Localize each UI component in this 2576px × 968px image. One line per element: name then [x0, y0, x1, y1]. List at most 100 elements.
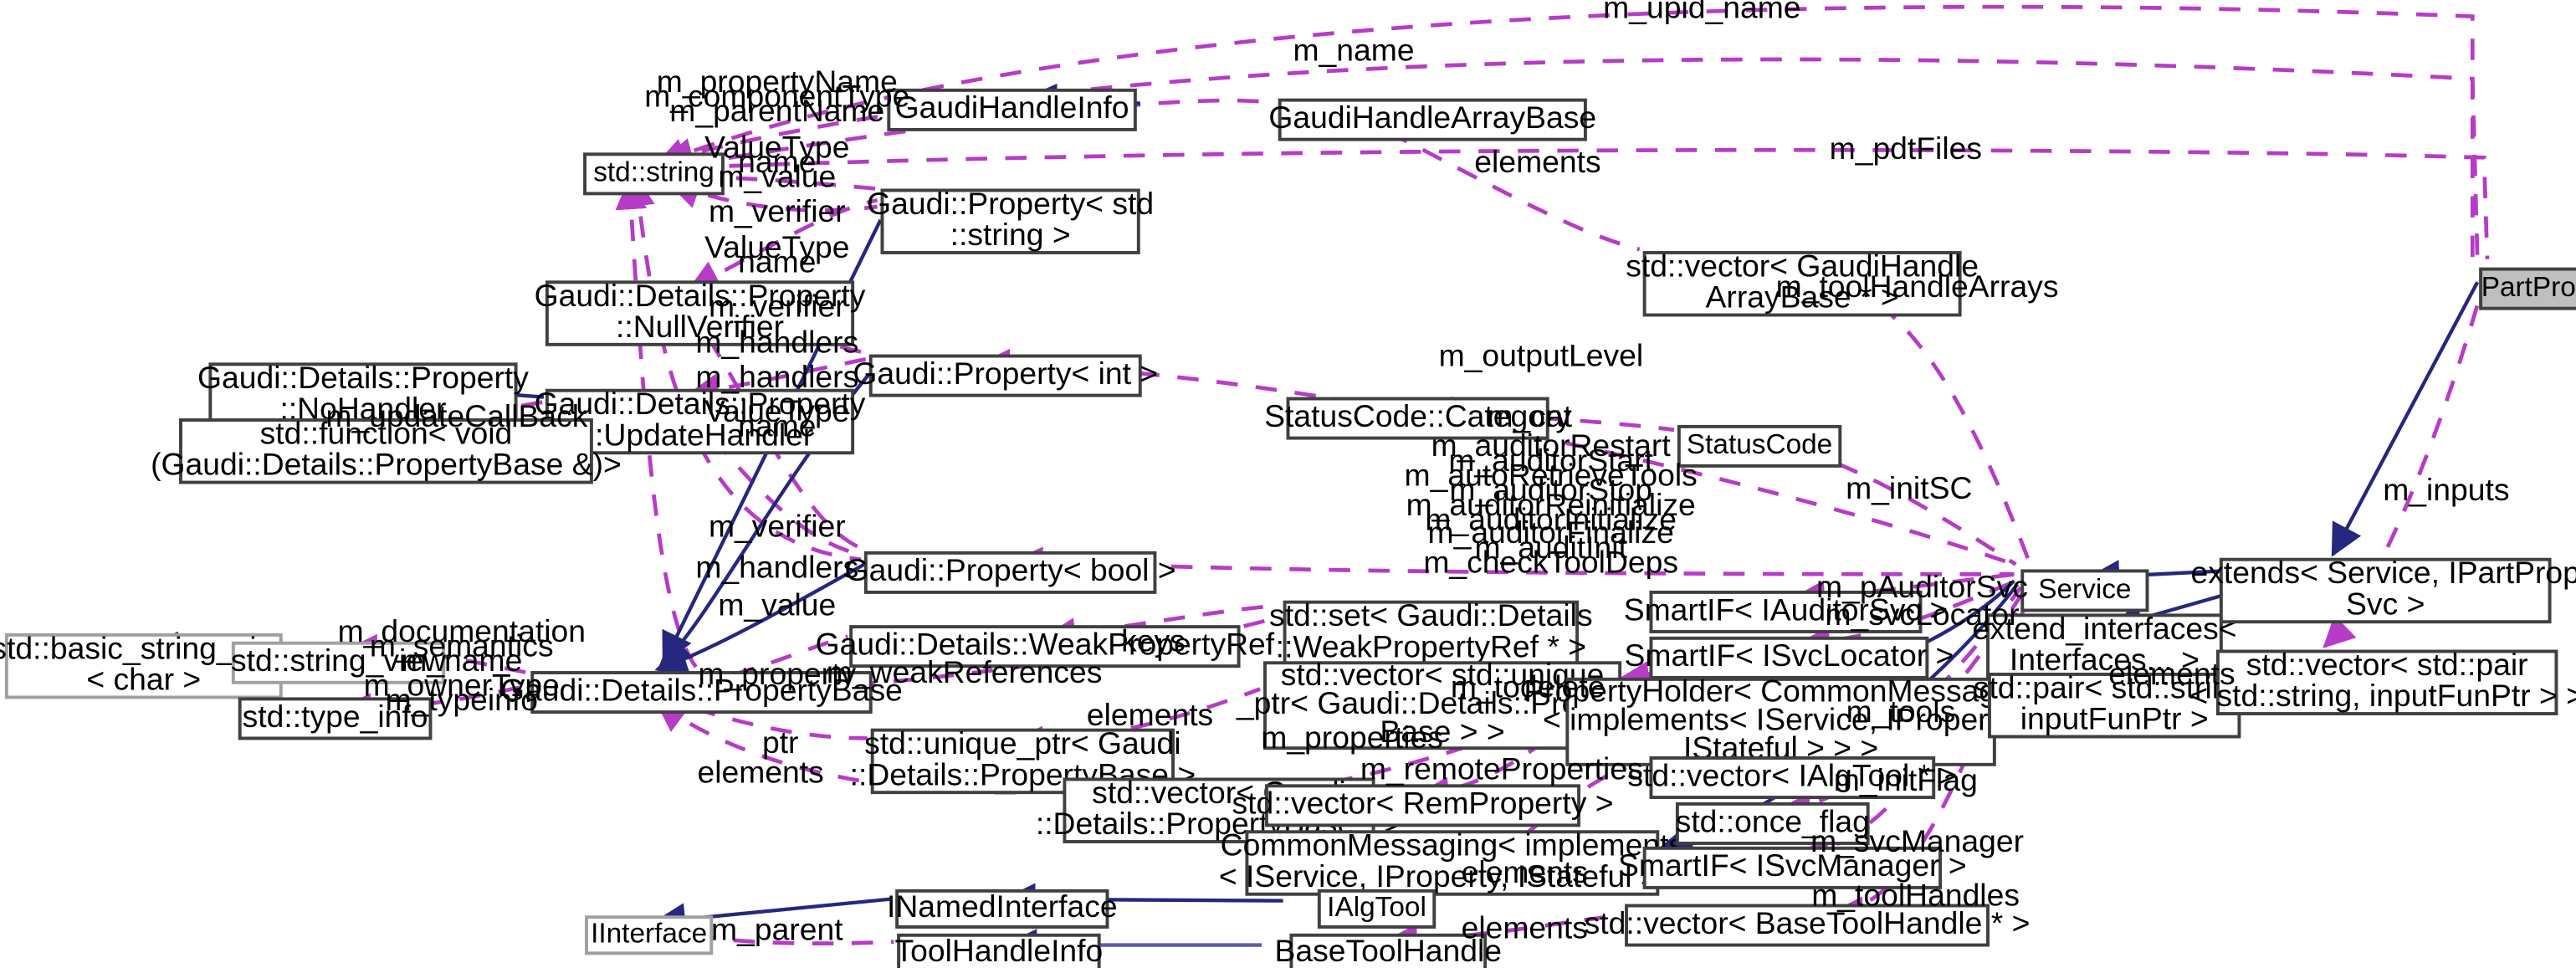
node-extend_interfaces[interactable]: extend_interfaces<Interfaces... >: [1972, 611, 2237, 679]
node-frame: [2479, 267, 2576, 310]
edge-label-mvalue2: m_value: [718, 586, 836, 622]
edge-label-verifier2: m_verifier: [709, 289, 846, 324]
node-inamedinterface[interactable]: INamedInterface: [887, 889, 1118, 929]
node-label-line: Gaudi::Property< bool >: [845, 552, 1176, 587]
node-label-line: IInterface: [591, 919, 707, 950]
node-label-line: IAlgTool: [1327, 892, 1426, 923]
node-commonmessaging[interactable]: CommonMessaging< implements< IService, I…: [1219, 827, 1686, 896]
edge-label-elements_r1: elements: [2108, 656, 2235, 691]
edge-label-pauditorsvc: m_pAuditorSvc: [1816, 569, 2028, 604]
node-boxes: std::string GaudiHandleInfo GaudiHandleArr…: [0, 88, 2576, 968]
node-string_view[interactable]: std::string_view: [231, 641, 446, 684]
node-frame: [887, 88, 1137, 131]
node-iinterface[interactable]: IInterface: [585, 915, 714, 955]
node-label-line: Gaudi::Property< std: [867, 186, 1154, 221]
edge-label-auditorfinalize: m_auditorFinalize: [1428, 515, 1674, 550]
edge-label-auditorinit: m_auditorInitialize: [1425, 501, 1677, 536]
edge-label-m_name_top: m_name: [1293, 33, 1414, 68]
edge-label-svcmanager: m_svcManager: [1810, 823, 2024, 858]
edge-label-auditorstop: m_auditorStop: [1449, 472, 1652, 507]
node-gaudihandleinfo[interactable]: GaudiHandleInfo: [887, 88, 1137, 131]
edge-label-ptr: ptr: [762, 725, 799, 760]
node-label-line: StatusCode::Category: [1264, 398, 1571, 433]
node-frame: [1677, 424, 1842, 468]
node-smartif_isvcmanager[interactable]: SmartIF< ISvcManager >: [1618, 846, 1967, 889]
edge-label-verifier3: m_verifier: [709, 508, 846, 543]
node-label-line: std::vector< BaseToolHandle * >: [1585, 905, 2031, 940]
node-frame: [1289, 933, 1488, 968]
node-ialgtool[interactable]: IAlgTool: [1317, 889, 1437, 929]
node-label-line: ::NullVerifier: [616, 309, 784, 344]
node-vec_pair[interactable]: std::vector< std::pair< std::string, inp…: [2189, 647, 2576, 716]
node-label-line: std::once_flag: [1676, 803, 1870, 838]
node-statuscode_category[interactable]: StatusCode::Category: [1264, 397, 1571, 440]
node-label-line: std::type_info: [243, 699, 428, 734]
edge-label-elements_b1: elements: [1462, 854, 1588, 889]
node-gaudihandlearraybase[interactable]: GaudiHandleArrayBase: [1268, 98, 1596, 141]
node-label-line: ArrayBase * >: [1706, 279, 1899, 315]
edge-label-componenttype: m_componentType: [644, 79, 909, 114]
node-label-line: Base > >: [1380, 714, 1504, 749]
node-smartif_isvclocator[interactable]: SmartIF< ISvcLocator >: [1625, 636, 1954, 679]
node-frame: [897, 933, 1101, 968]
edge-label-upid_name: m_upid_name: [1603, 0, 1800, 25]
node-vec_basetoolhandle[interactable]: std::vector< BaseToolHandle * >: [1585, 904, 2031, 947]
node-label-line: std::unique_ptr< Gaudi: [864, 725, 1180, 761]
edge-label-elements_top: elements: [1474, 144, 1600, 179]
node-frame: [1649, 590, 1923, 633]
node-statuscode[interactable]: StatusCode: [1677, 424, 1842, 468]
node-label-line: Gaudi::Details::Property: [535, 386, 866, 421]
node-service[interactable]: Service: [2020, 569, 2149, 612]
node-prop_int[interactable]: Gaudi::Property< int >: [853, 354, 1158, 397]
node-label-line: GaudiHandleArrayBase: [1268, 100, 1596, 135]
edge-label-valuetype3: ValueType: [704, 393, 849, 428]
node-vec_ialgtool[interactable]: std::vector< IAlgTool * >: [1627, 756, 1957, 800]
node-updatehandler[interactable]: Gaudi::Details::Property::UpdateHandler: [535, 386, 866, 455]
node-frame: [868, 354, 1142, 397]
node-label-line: std::vector< RemProperty >: [1232, 786, 1614, 821]
edge-label-todelete: m_todelete: [1451, 668, 1606, 704]
edge-label-typeinfo: m_typeinfo: [386, 682, 538, 717]
edge-label-verifier1: m_verifier: [709, 193, 846, 228]
node-label-line: std::vector< std::pair: [2246, 647, 2528, 682]
node-smartif_iauditorsvc[interactable]: SmartIF< IAuditorSvc >: [1624, 590, 1949, 633]
node-propertyholder[interactable]: PropertyHolder< CommonMessaging< impleme…: [1524, 674, 2038, 766]
node-propertybase[interactable]: Gaudi::Details::PropertyBase: [500, 671, 903, 714]
node-frame: [1649, 756, 1936, 800]
node-toolhandleinfo[interactable]: ToolHandleInfo: [895, 933, 1104, 968]
node-frame: [1642, 251, 1962, 317]
node-basetoolhandle[interactable]: BaseToolHandle: [1274, 933, 1502, 968]
node-frame: [2020, 569, 2149, 612]
edge-label-elements_mid: elements: [1087, 697, 1213, 732]
node-pair_string_inputfun[interactable]: std::pair< std::string,inputFunPtr >: [1974, 669, 2256, 739]
edge-label-autoretrievetools: m_autoRetrieveTools: [1405, 458, 1698, 493]
node-type_info[interactable]: std::type_info: [238, 697, 433, 740]
node-label-line: Gaudi::Details::PropertyBase: [500, 672, 903, 707]
node-once_flag[interactable]: std::once_flag: [1676, 802, 1870, 845]
edge-label-tools: m_tools: [1846, 694, 1956, 729]
node-vec_gaudihandlearray[interactable]: std::vector< GaudiHandleArrayBase * >: [1626, 248, 1979, 317]
edge-label-semantics: m_semantics: [370, 627, 554, 663]
node-frame: [583, 152, 725, 196]
node-frame: [545, 280, 855, 346]
node-label-line: Svc >: [2346, 586, 2425, 621]
node-weakpropertyref[interactable]: Gaudi::Details::WeakPropertyRef: [816, 625, 1275, 668]
node-frame: [208, 362, 518, 428]
node-label-line: < char >: [86, 662, 201, 697]
node-prop_bool[interactable]: Gaudi::Property< bool >: [845, 551, 1176, 594]
node-frame: [238, 697, 433, 740]
edge-label-toolhandles: m_toolHandles: [1811, 878, 2020, 913]
node-nullverifier[interactable]: Gaudi::Details::Property::NullVerifier: [535, 278, 866, 346]
node-set_weakpropertyref[interactable]: std::set< Gaudi::Details::WeakPropertyRe…: [1269, 597, 1593, 667]
node-vec_remproperty[interactable]: std::vector< RemProperty >: [1232, 784, 1614, 827]
edge-label-documentation: m_documentation: [338, 613, 586, 648]
node-std_string[interactable]: std::string: [583, 152, 725, 196]
node-prop_string[interactable]: Gaudi::Property< std::string >: [867, 186, 1154, 254]
node-frame: [1283, 600, 1580, 667]
edge-label-initsc: m_initSC: [1846, 470, 1972, 505]
node-std_function[interactable]: std::function< void(Gaudi::Details::Prop…: [151, 416, 622, 484]
node-nohandler[interactable]: Gaudi::Details::Property::NoHandler: [197, 360, 529, 428]
edge-label-valuetype1: ValueType: [704, 129, 849, 164]
